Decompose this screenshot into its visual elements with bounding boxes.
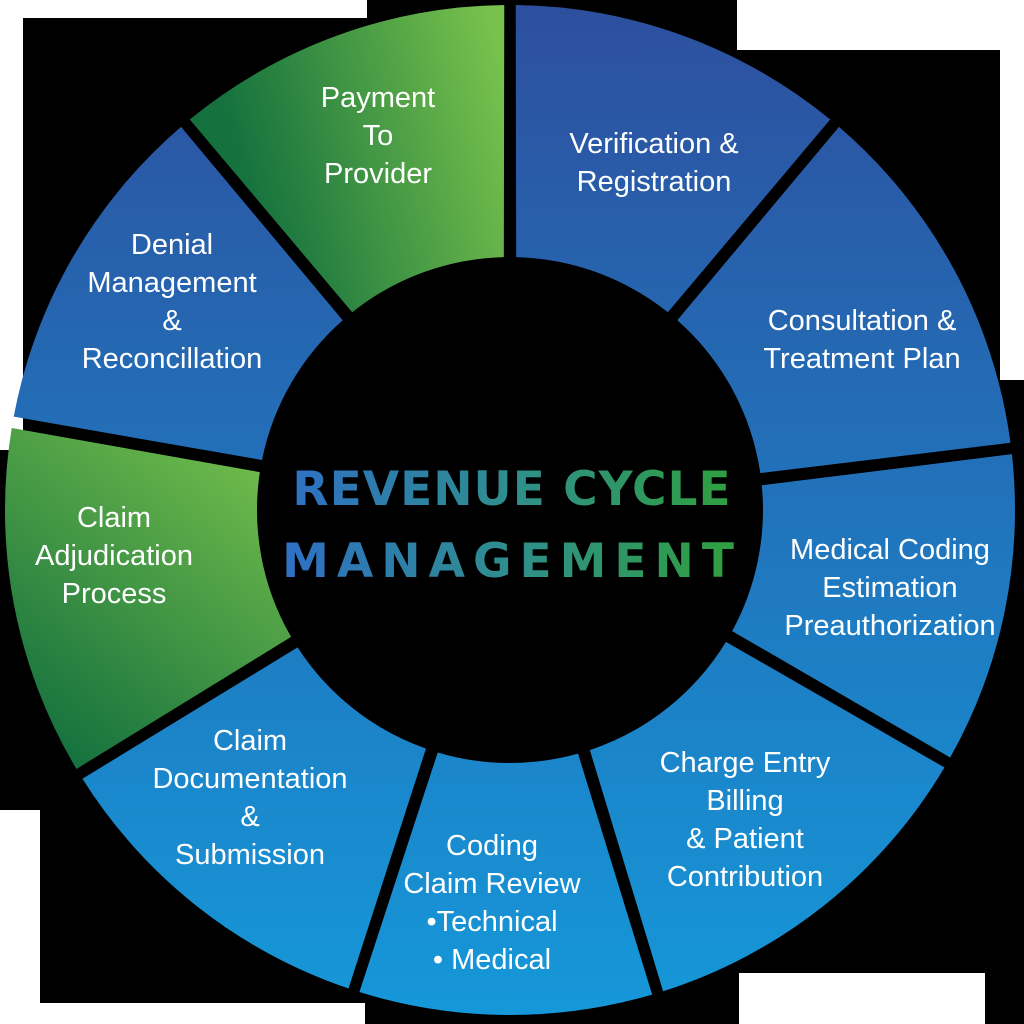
white-artifact-patch	[1000, 0, 1024, 380]
white-artifact-patch	[0, 0, 367, 18]
white-artifact-patch	[0, 810, 40, 1024]
white-artifact-patch	[737, 0, 1024, 50]
segment-payment-to-provider	[189, 5, 505, 313]
segment-verification-registration	[515, 5, 831, 313]
diagram-title-line-2: MANAGEMENT	[282, 534, 742, 589]
segment-medical-coding-estimation-preauthorization	[732, 454, 1015, 758]
diagram-title-line-1: REVENUE CYCLE	[292, 462, 731, 517]
segment-consultation-treatment-plan	[677, 126, 1011, 474]
segment-charge-entry-billing-patient-contribution	[589, 641, 945, 992]
white-artifact-patch	[0, 0, 23, 450]
segment-claim-documentation-submission	[82, 647, 426, 989]
white-artifact-patch	[0, 1003, 365, 1024]
segment-claim-adjudication-process	[5, 427, 292, 769]
white-artifact-patch	[739, 973, 985, 1024]
segment-denial-management-reconcillation	[13, 126, 343, 460]
segment-coding-claim-review	[359, 752, 653, 1016]
wheel-segments	[5, 5, 1015, 1016]
